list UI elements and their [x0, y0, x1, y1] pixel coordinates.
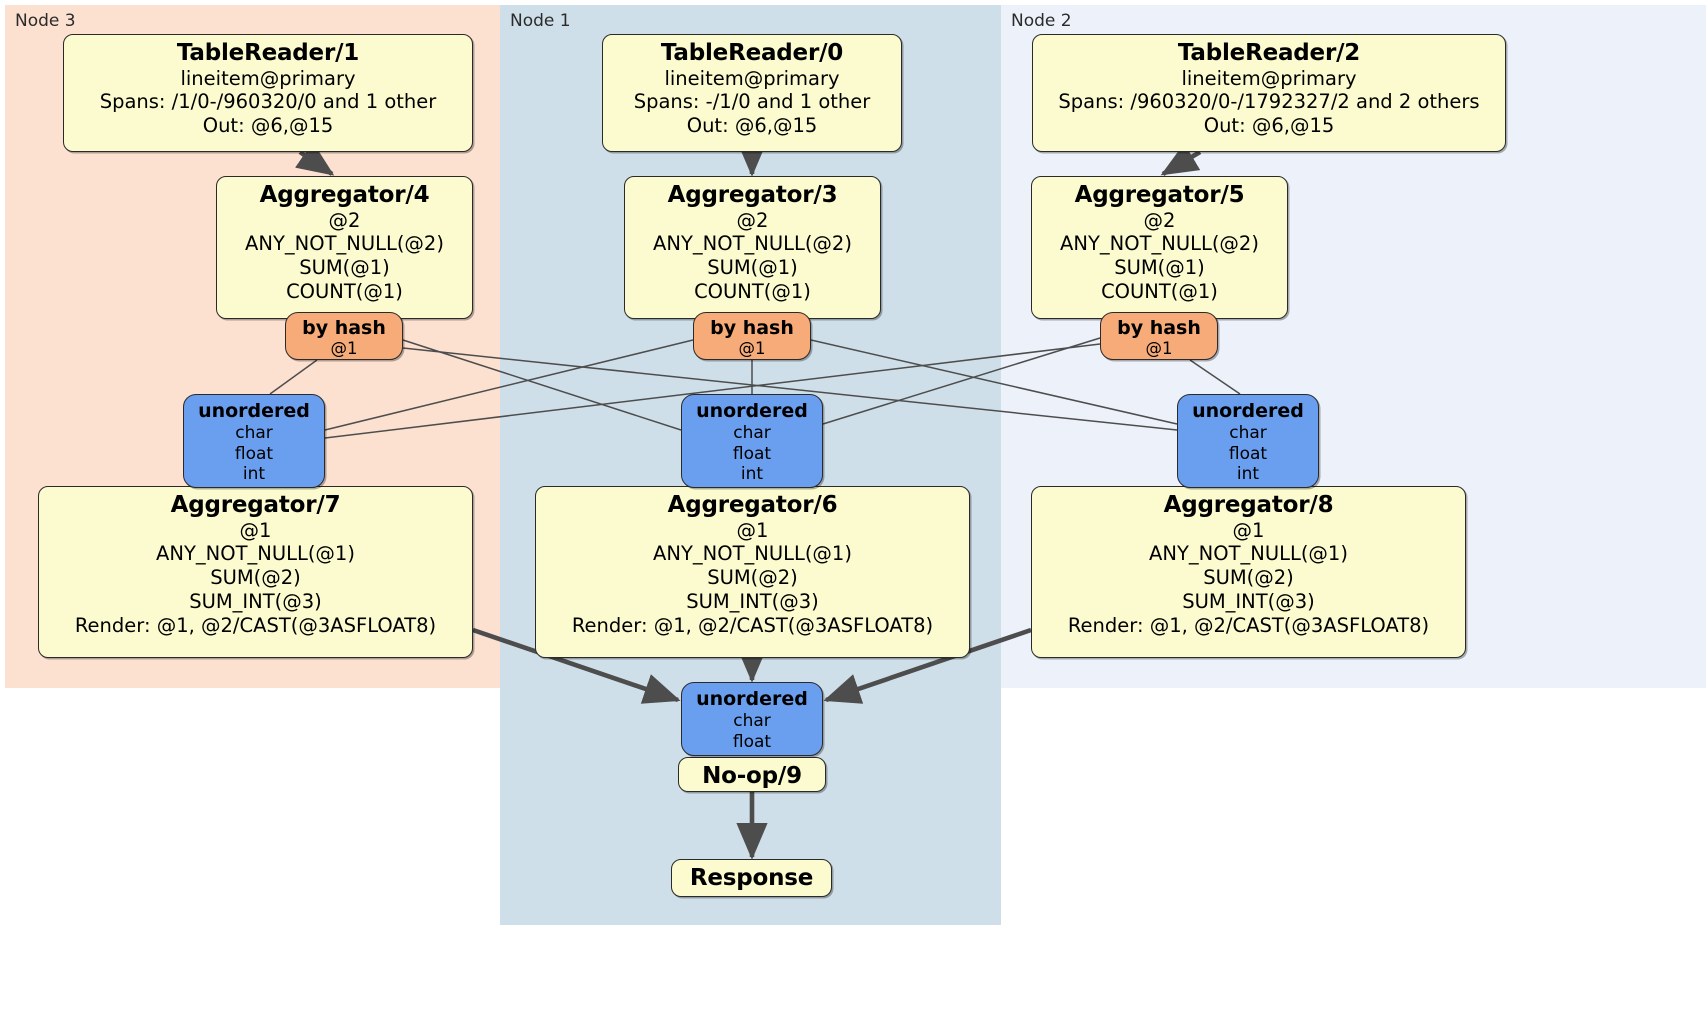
processor-title: Aggregator/8 [1163, 492, 1334, 518]
processor-line-2: SUM(@2) [210, 566, 301, 590]
processor-line-0: @2 [328, 208, 361, 232]
processor-line-1: ANY_NOT_NULL(@1) [156, 542, 355, 566]
processor-title: Aggregator/5 [1074, 182, 1245, 208]
synchronizer-line-1: float [1228, 443, 1268, 464]
processor-line-2: Out: @6,@15 [686, 114, 818, 138]
synchronizer-line-1: float [732, 443, 772, 464]
synchronizer-title: unordered [198, 400, 310, 422]
router-line-0: @1 [330, 339, 358, 359]
processor-title: TableReader/0 [660, 40, 844, 66]
processor-line-1: ANY_NOT_NULL(@2) [653, 232, 852, 256]
synchronizer-line-0: char [733, 710, 771, 731]
node-panel-label-node2: Node 2 [1011, 11, 1072, 31]
synchronizer-title: unordered [696, 400, 808, 422]
processor-line-0: lineitem@primary [180, 66, 356, 90]
processor-line-2: SUM(@2) [1203, 566, 1294, 590]
node-panel-label-node3: Node 3 [15, 11, 76, 31]
router-title: by hash [302, 317, 386, 339]
processor-line-0: @2 [1143, 208, 1176, 232]
processor-line-4: Render: @1, @2/CAST(@3ASFLOAT8) [1067, 613, 1430, 637]
processor-title: TableReader/2 [1177, 40, 1361, 66]
processor-line-3: SUM_INT(@3) [686, 590, 819, 614]
processor-line-1: Spans: /960320/0-/1792327/2 and 2 others [1058, 90, 1480, 114]
synchronizer-line-1: float [732, 731, 772, 752]
processor-noop9[interactable]: No-op/9 [678, 757, 826, 792]
router-byhash5[interactable]: by hash@1 [1100, 312, 1218, 360]
synchronizer-title: unordered [1192, 400, 1304, 422]
processor-title: Aggregator/6 [667, 492, 838, 518]
router-byhash4[interactable]: by hash@1 [285, 312, 403, 360]
processor-line-1: ANY_NOT_NULL(@2) [245, 232, 444, 256]
processor-line-1: Spans: -/1/0 and 1 other [633, 90, 871, 114]
processor-title: Aggregator/3 [667, 182, 838, 208]
processor-line-0: lineitem@primary [664, 66, 840, 90]
router-line-0: @1 [1145, 339, 1173, 359]
router-line-0: @1 [738, 339, 766, 359]
router-title: by hash [710, 317, 794, 339]
synchronizer-line-2: int [740, 464, 764, 485]
processor-line-3: COUNT(@1) [286, 280, 403, 304]
synchronizer-title: unordered [696, 688, 808, 710]
processor-title: Response [689, 865, 814, 891]
processor-line-2: SUM(@1) [707, 256, 798, 280]
synchronizer-line-2: int [242, 464, 266, 485]
processor-line-3: COUNT(@1) [694, 280, 811, 304]
processor-line-2: SUM(@1) [1114, 256, 1205, 280]
processor-line-0: @1 [1232, 518, 1265, 542]
processor-line-1: ANY_NOT_NULL(@1) [653, 542, 852, 566]
router-title: by hash [1117, 317, 1201, 339]
processor-title: No-op/9 [702, 763, 802, 789]
processor-line-0: lineitem@primary [1181, 66, 1357, 90]
processor-line-1: ANY_NOT_NULL(@2) [1060, 232, 1259, 256]
processor-line-2: Out: @6,@15 [202, 114, 334, 138]
processor-line-2: SUM(@1) [299, 256, 390, 280]
node-panel-label-node1: Node 1 [510, 11, 571, 31]
processor-line-2: Out: @6,@15 [1203, 114, 1335, 138]
processor-response[interactable]: Response [671, 859, 832, 897]
synchronizer-line-2: int [1236, 464, 1260, 485]
synchronizer-line-0: char [733, 422, 771, 443]
synchronizer-line-0: char [1229, 422, 1267, 443]
processor-line-1: ANY_NOT_NULL(@1) [1149, 542, 1348, 566]
processor-line-3: COUNT(@1) [1101, 280, 1218, 304]
synchronizer-line-1: float [234, 443, 274, 464]
synchronizer-line-0: char [235, 422, 273, 443]
processor-title: TableReader/1 [176, 40, 360, 66]
processor-line-2: SUM(@2) [707, 566, 798, 590]
processor-line-0: @1 [239, 518, 272, 542]
processor-title: Aggregator/4 [259, 182, 430, 208]
processor-line-3: SUM_INT(@3) [1182, 590, 1315, 614]
processor-line-0: @1 [736, 518, 769, 542]
processor-line-4: Render: @1, @2/CAST(@3ASFLOAT8) [74, 613, 437, 637]
processor-line-4: Render: @1, @2/CAST(@3ASFLOAT8) [571, 613, 934, 637]
processor-title: Aggregator/7 [170, 492, 341, 518]
router-byhash3[interactable]: by hash@1 [693, 312, 811, 360]
processor-line-0: @2 [736, 208, 769, 232]
processor-line-3: SUM_INT(@3) [189, 590, 322, 614]
processor-line-1: Spans: /1/0-/960320/0 and 1 other [99, 90, 437, 114]
